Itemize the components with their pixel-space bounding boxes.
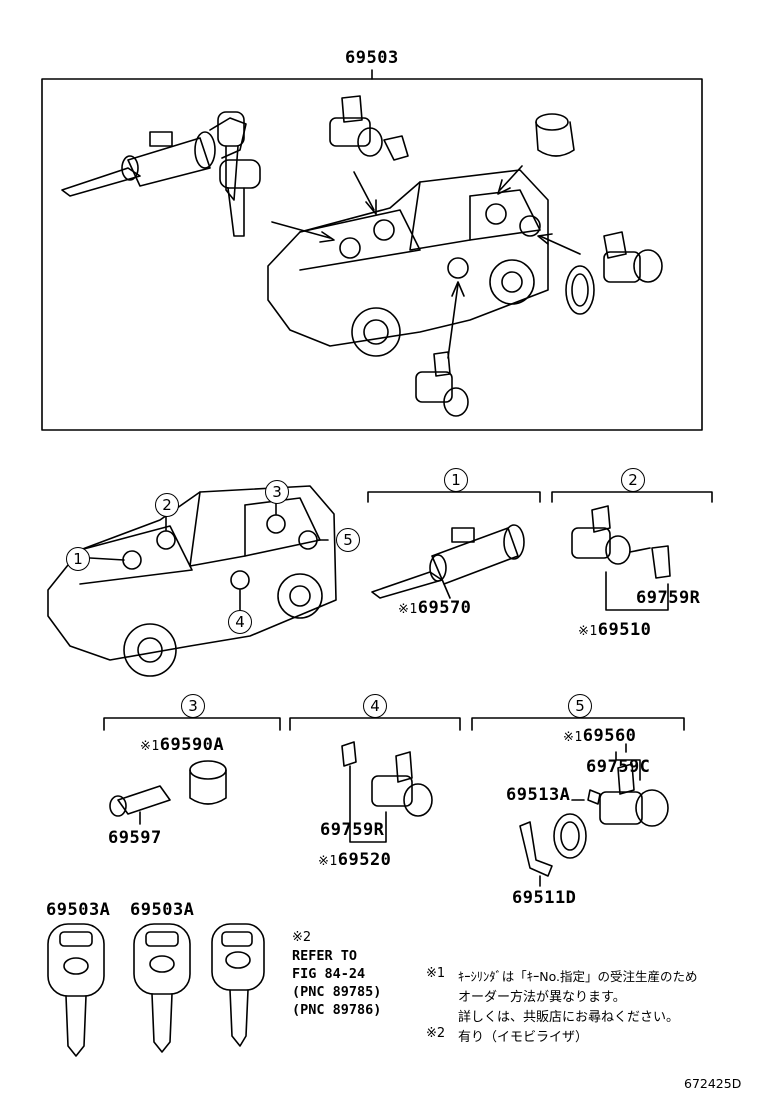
refer-line-2: FIG 84-24 — [292, 966, 366, 982]
section5-part-d: 69511D — [512, 888, 577, 908]
footnote1-line2: オーダー方法が異なります。 — [458, 990, 626, 1005]
callout-5: 5 — [336, 528, 360, 552]
section2-part-a: 69759R — [636, 588, 701, 608]
footnote1-line3: 詳しくは、共販店にお尋ねください。 — [458, 1010, 680, 1025]
section4-part-b: 69520 — [337, 850, 392, 870]
refer-line-1: REFER TO — [292, 948, 358, 964]
top-assembly-frame — [41, 78, 703, 431]
footnote1-line1: ｷｰｼﾘﾝﾀﾞは「ｷｰNo.指定」の受注生産のため — [458, 969, 698, 984]
section5-mark: ※1 — [563, 730, 583, 745]
section2-door-lock-drawing — [571, 505, 671, 611]
section1-number: 1 — [444, 468, 468, 492]
section2-number: 2 — [621, 468, 645, 492]
footnote1-mark: ※1 — [426, 966, 446, 981]
section2-part-b: 69510 — [597, 620, 652, 640]
key-drawings — [47, 923, 265, 1057]
bracket-1 — [367, 491, 541, 503]
section1-part: 69570 — [417, 598, 472, 618]
key1-part: 69503A — [46, 900, 111, 920]
section5-part-b: 69759C — [586, 757, 651, 777]
section3-part-group: ※169590A — [140, 735, 224, 755]
bracket-2 — [551, 491, 713, 503]
section3-cylinder-drawing — [109, 760, 227, 825]
vehicle-index — [47, 485, 337, 677]
refer-line-3: (PNC 89785) — [292, 984, 382, 1000]
section5-lock-drawing — [519, 743, 669, 887]
section1-mark: ※1 — [398, 602, 418, 617]
section3-number: 3 — [181, 694, 205, 718]
section5-number: 5 — [568, 694, 592, 718]
callout-1: 1 — [66, 547, 90, 571]
footnote2-text: 有り（イモビライザ） — [458, 1030, 589, 1045]
section3-part-b: 69597 — [108, 828, 162, 848]
callout-2: 2 — [155, 493, 179, 517]
cylinder-sleeve-top — [535, 113, 575, 157]
section3-part-a: 69590A — [159, 735, 225, 755]
section4-door-lock-drawing — [341, 741, 433, 843]
top-arrows — [271, 165, 581, 359]
top-assembly-part-no: 69503 — [345, 48, 399, 68]
door-lock-cylinder-top — [329, 95, 409, 161]
bracket-5 — [471, 717, 685, 731]
callout-4: 4 — [228, 610, 252, 634]
section4-part-a: 69759R — [320, 820, 385, 840]
section4-part-group: ※169520 — [318, 850, 391, 870]
section4-number: 4 — [363, 694, 387, 718]
section5-part-c: 69513A — [506, 785, 571, 805]
footnote2-mark: ※2 — [426, 1026, 446, 1041]
keys-mark: ※2 — [292, 930, 312, 945]
section3-mark: ※1 — [140, 739, 160, 754]
section5-part-group: ※169560 — [563, 726, 636, 746]
section2-mark: ※1 — [578, 624, 598, 639]
section2-part-group: ※169510 — [578, 620, 651, 640]
top-keys-drawing — [217, 111, 261, 237]
bracket-4 — [289, 717, 461, 731]
section1-part-group: ※169570 — [398, 598, 471, 618]
refer-line-4: (PNC 89786) — [292, 1002, 382, 1018]
bracket-3 — [103, 717, 281, 731]
back-door-lock-top — [565, 231, 663, 315]
section1-ignition-drawing — [371, 524, 525, 599]
section4-mark: ※1 — [318, 854, 338, 869]
vehicle-top — [267, 169, 549, 357]
section5-part-a: 69560 — [582, 726, 637, 746]
key2-part: 69503A — [130, 900, 195, 920]
callout-3: 3 — [265, 480, 289, 504]
figure-id: 672425D — [684, 1076, 742, 1091]
rear-door-lock-top — [415, 351, 469, 417]
ignition-cylinder-drawing — [61, 117, 247, 197]
